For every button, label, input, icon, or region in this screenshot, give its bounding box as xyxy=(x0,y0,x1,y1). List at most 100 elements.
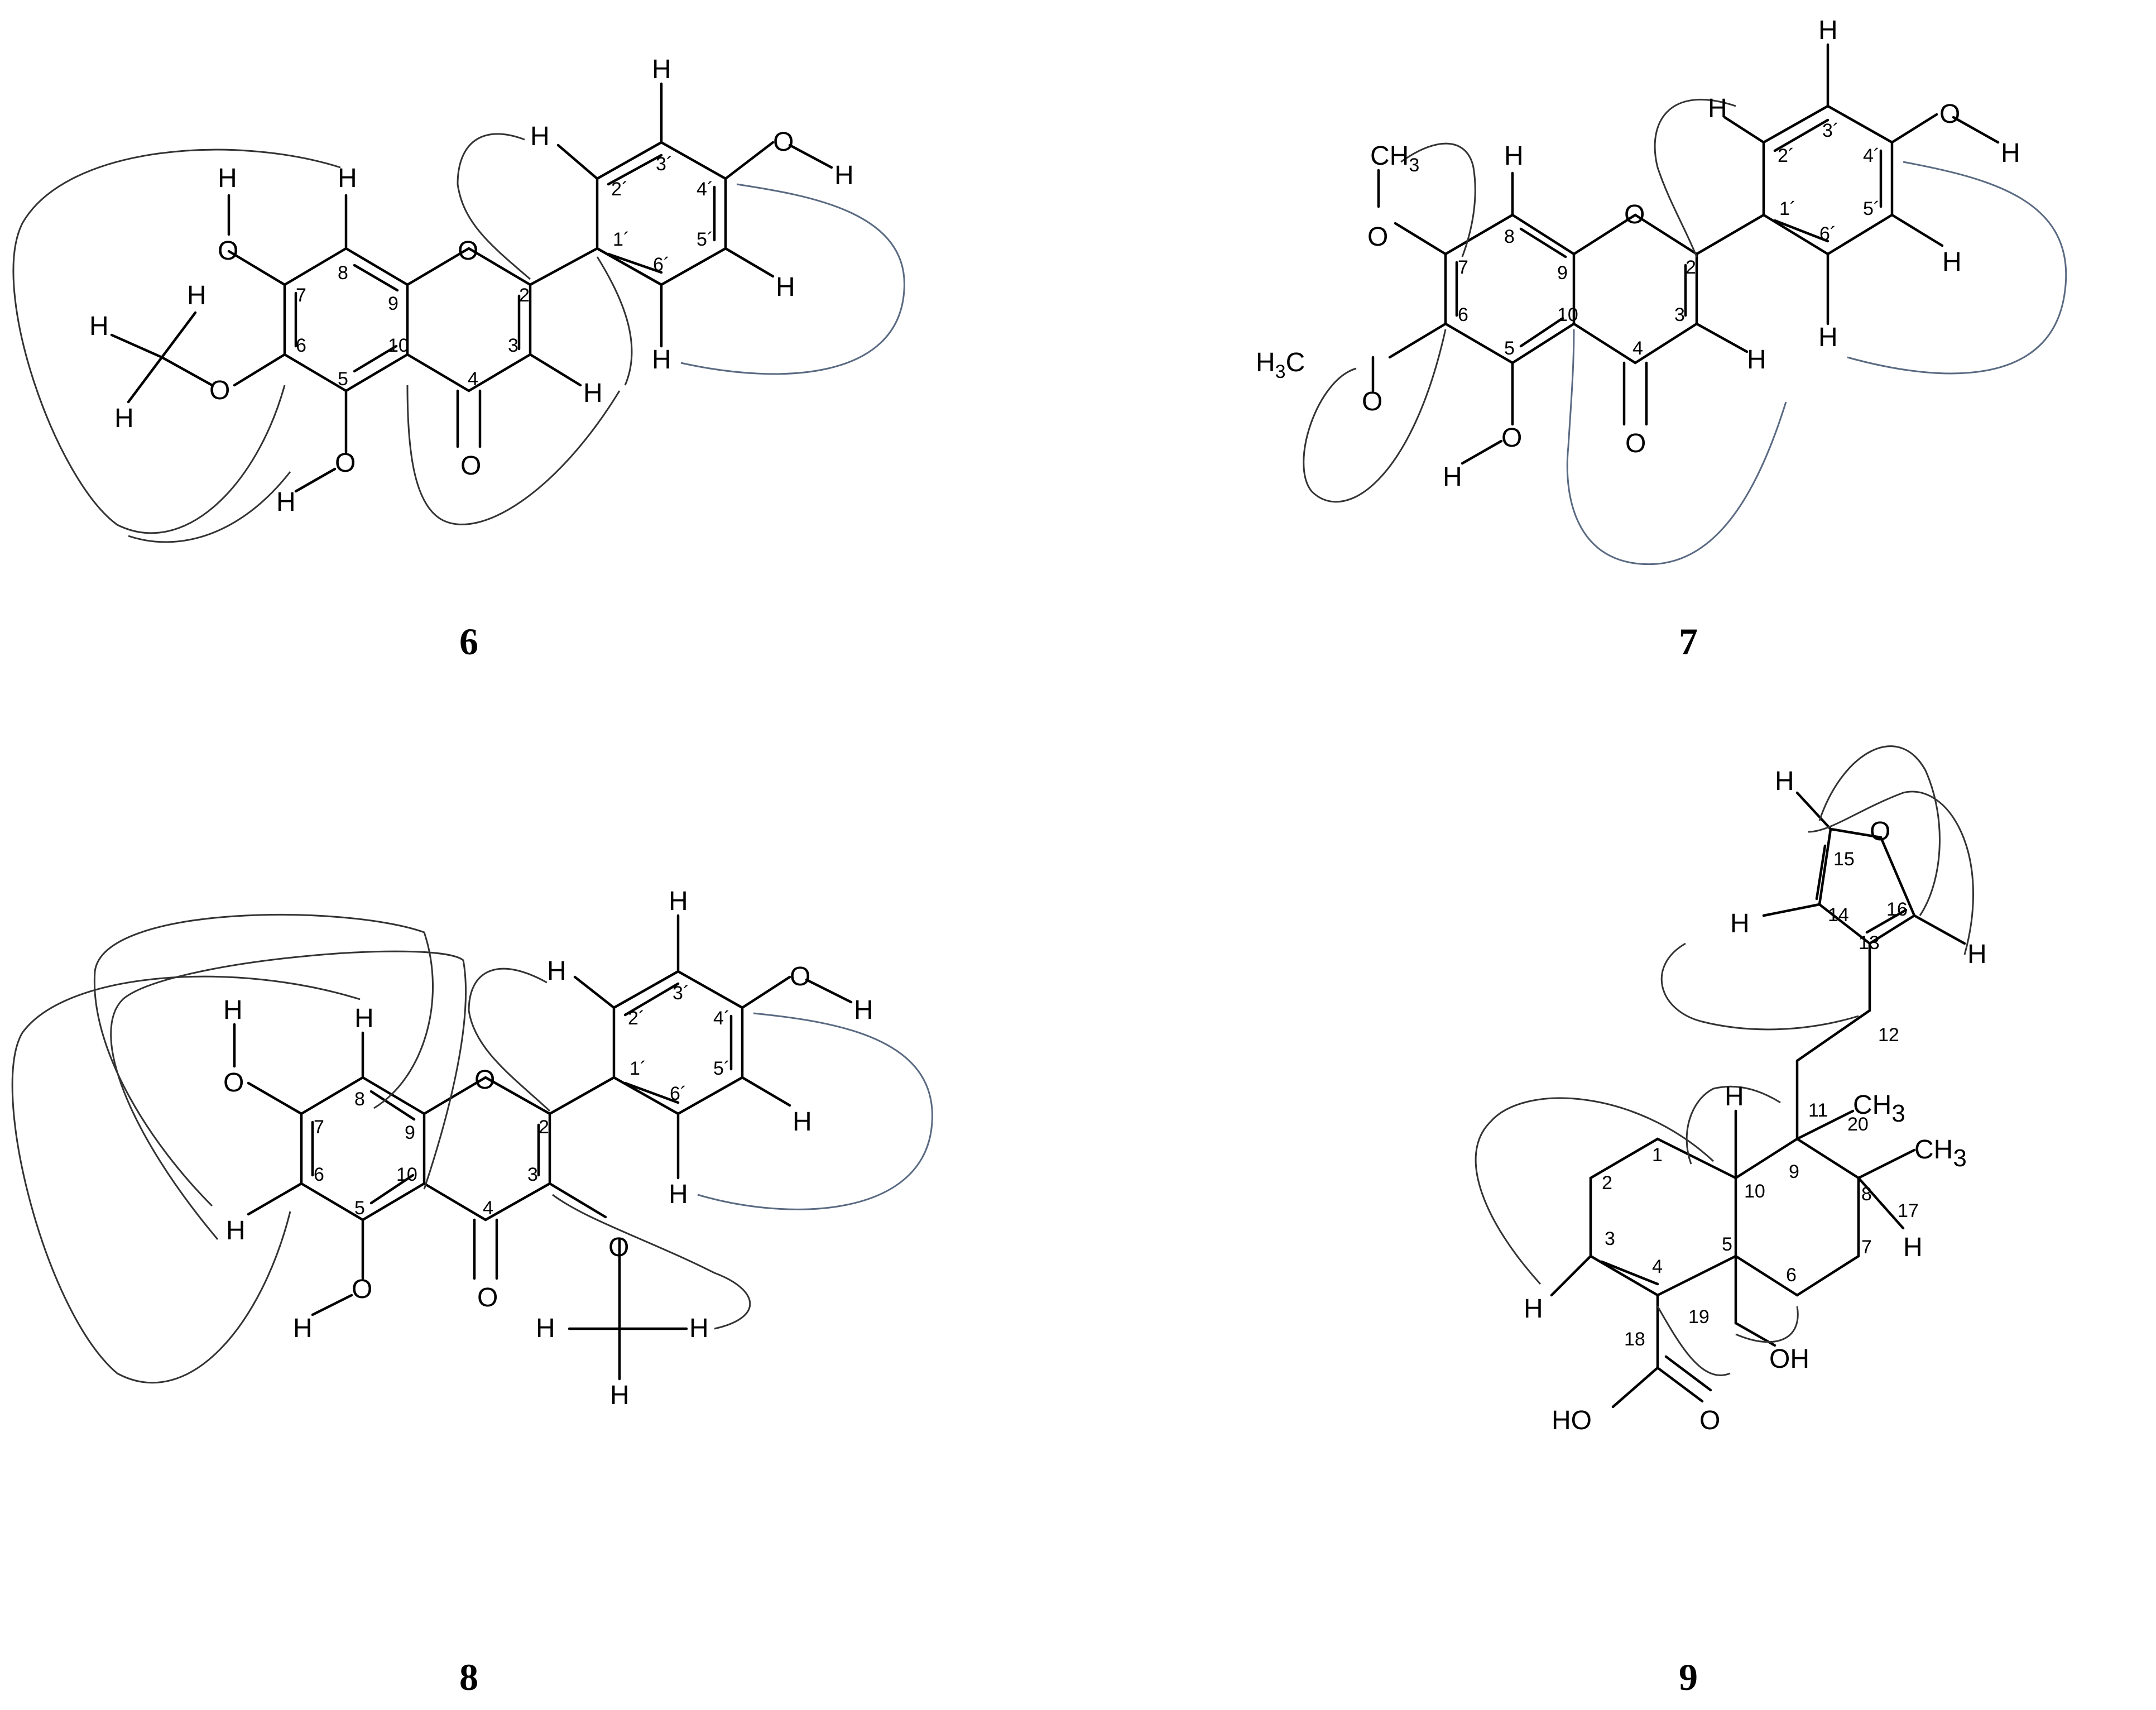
locants-6: 2 3 4 5 6 7 8 9 10 1´ 2´ 3´ 4´ 5´ 6´ xyxy=(296,154,713,390)
svg-text:8: 8 xyxy=(1504,226,1515,247)
svg-text:10: 10 xyxy=(1744,1181,1765,1202)
svg-text:3: 3 xyxy=(1674,304,1685,325)
atom-h5p: H xyxy=(1942,247,1962,277)
svg-text:3: 3 xyxy=(508,335,518,356)
atom-o4: O xyxy=(460,451,481,481)
svg-text:7: 7 xyxy=(314,1117,324,1138)
svg-text:6: 6 xyxy=(1458,304,1468,325)
locants-8: 2 3 4 5 6 7 8 9 10 1´ 2´ 3´ 4´ 5´ 6´ xyxy=(314,983,730,1219)
structure-7: CH3 O H3C O O H H O O H H H O H H H 2 3 … xyxy=(1256,16,2067,566)
atom-o4: O xyxy=(1625,429,1646,458)
svg-text:4: 4 xyxy=(1632,338,1643,359)
svg-text:4´: 4´ xyxy=(697,179,713,200)
atom-labels-8: O H H H O H O O O H H H H H O H H H xyxy=(223,887,873,1410)
svg-text:3´: 3´ xyxy=(1822,120,1839,141)
atom-h14: H xyxy=(1730,909,1750,938)
svg-text:11: 11 xyxy=(1808,1100,1828,1121)
svg-text:5: 5 xyxy=(338,368,348,390)
svg-text:7: 7 xyxy=(1458,257,1468,278)
structure-6: O O O H O H O H H H O H H H H H H H 2 3 … xyxy=(12,55,905,543)
atom-o5: O xyxy=(352,1275,372,1304)
svg-text:19: 19 xyxy=(1688,1306,1710,1328)
atom-h-o7: H xyxy=(218,164,237,193)
atom-o6: O xyxy=(209,376,230,405)
atom-h5p: H xyxy=(793,1107,812,1137)
atom-h-o4p: H xyxy=(2001,138,2020,168)
atom-h3c-6: H3C xyxy=(1256,348,1305,382)
atom-h15: H xyxy=(1775,767,1794,796)
svg-text:9: 9 xyxy=(405,1122,415,1143)
svg-text:5´: 5´ xyxy=(1863,198,1880,219)
svg-text:18: 18 xyxy=(1624,1329,1645,1350)
atom-ho18: HO xyxy=(1552,1406,1592,1435)
svg-text:10: 10 xyxy=(388,335,409,356)
atom-h2p: H xyxy=(1708,94,1727,123)
atom-o7: O xyxy=(218,236,238,266)
atom-h3: H xyxy=(583,379,603,408)
svg-text:2: 2 xyxy=(1602,1172,1612,1194)
svg-text:4´: 4´ xyxy=(1863,145,1880,166)
svg-text:2: 2 xyxy=(1686,257,1696,278)
compound-label-9: 9 xyxy=(1679,1656,1698,1698)
atom-labels-9: H O H H H CH3 CH3 H H OH HO O xyxy=(1524,767,1987,1435)
atom-h8: H xyxy=(1903,1233,1923,1262)
atom-hme-2: H xyxy=(689,1314,709,1343)
locants-7: 2 3 4 5 6 7 8 9 10 1´ 2´ 3´ 4´ 5´ 6´ xyxy=(1458,120,1880,359)
atom-hme-1: H xyxy=(187,281,207,310)
atom-h6p: H xyxy=(669,1180,688,1209)
svg-text:5: 5 xyxy=(1722,1234,1732,1255)
atom-o7: O xyxy=(1367,222,1388,252)
svg-text:3: 3 xyxy=(527,1164,538,1185)
atom-o1: O xyxy=(458,236,478,266)
atom-oh19: OH xyxy=(1769,1344,1809,1374)
atom-labels-6: O O O H O H O H H H O H H H H H H H xyxy=(89,55,854,517)
svg-text:10: 10 xyxy=(396,1164,417,1185)
atom-hme-1: H xyxy=(536,1314,555,1343)
svg-text:5: 5 xyxy=(354,1198,365,1219)
atom-h3p: H xyxy=(1818,16,1838,45)
svg-text:6´: 6´ xyxy=(1819,223,1836,245)
atom-o5: O xyxy=(1501,423,1522,453)
svg-text:5´: 5´ xyxy=(713,1058,730,1079)
atom-ch3-7: CH3 xyxy=(1370,141,1419,176)
svg-text:17: 17 xyxy=(1898,1200,1919,1222)
compound-label-6: 6 xyxy=(459,620,478,663)
hmbc-arrows-8 xyxy=(11,914,933,1384)
atom-h3p: H xyxy=(669,887,688,916)
svg-text:3: 3 xyxy=(1605,1228,1615,1249)
svg-text:7: 7 xyxy=(296,285,306,306)
atom-o4p: O xyxy=(1939,99,1960,129)
atom-hme-3: H xyxy=(610,1381,630,1410)
svg-text:16: 16 xyxy=(1886,899,1908,920)
svg-text:2´: 2´ xyxy=(611,179,628,200)
svg-text:8: 8 xyxy=(1861,1184,1872,1205)
svg-text:13: 13 xyxy=(1859,932,1880,954)
svg-text:9: 9 xyxy=(1789,1161,1799,1182)
atom-h6p: H xyxy=(1818,323,1838,352)
atom-h8: H xyxy=(1504,141,1524,171)
atom-ch3-20: CH3 xyxy=(1853,1090,1905,1127)
svg-text:9: 9 xyxy=(388,293,398,314)
atom-h16: H xyxy=(1967,940,1987,969)
svg-text:6: 6 xyxy=(314,1164,324,1185)
atom-h-o5: H xyxy=(293,1314,313,1343)
atom-hme-3: H xyxy=(114,404,134,433)
bonds-6 xyxy=(110,82,833,493)
svg-text:10: 10 xyxy=(1557,304,1578,325)
atom-labels-7: CH3 O H3C O O H H O O H H H O H H H xyxy=(1256,16,2020,492)
atom-o18: O xyxy=(1699,1406,1720,1435)
hmbc-arrows-6 xyxy=(12,133,905,543)
atom-h-o4p: H xyxy=(834,161,854,190)
atom-h10: H xyxy=(1725,1082,1744,1112)
atom-o4p: O xyxy=(790,962,810,991)
atom-o1: O xyxy=(474,1065,495,1095)
atom-h6: H xyxy=(226,1216,246,1246)
hmbc-arrows-7 xyxy=(1303,99,2067,566)
bonds-7 xyxy=(1371,43,2000,465)
compound-label-8: 8 xyxy=(459,1656,478,1698)
atom-ofur: O xyxy=(1870,817,1890,846)
svg-text:4: 4 xyxy=(468,368,478,390)
atom-o4: O xyxy=(477,1283,498,1313)
atom-h-o7: H xyxy=(223,995,243,1025)
atom-o3: O xyxy=(608,1233,629,1262)
